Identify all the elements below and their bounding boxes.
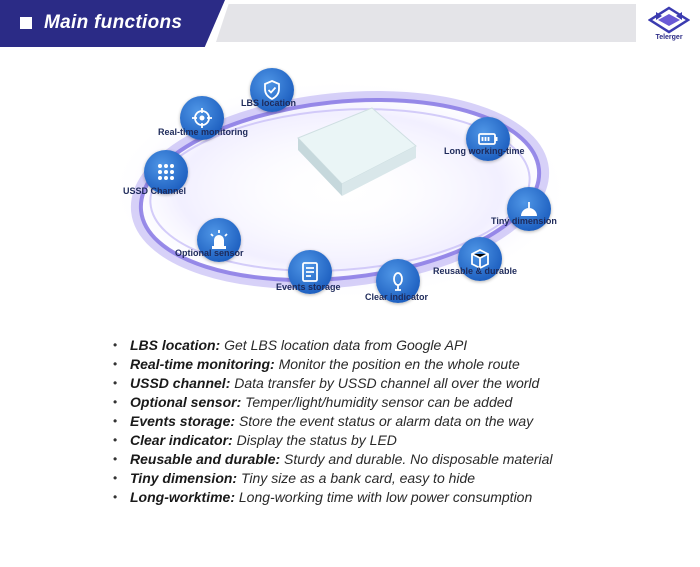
node-label-tiny-dimension: Tiny dimension (491, 216, 557, 226)
node-label-real-time-monitoring: Real-time monitoring (158, 127, 249, 137)
header-grey-strip (216, 4, 636, 42)
ring-main (138, 98, 542, 282)
node-label-lbs-location: LBS location (241, 98, 297, 108)
node-tiny-dimension (507, 187, 551, 231)
header: Main functions Telerger (0, 0, 700, 47)
list-item: Tiny dimension: Tiny size as a bank card… (110, 469, 690, 488)
list-item: LBS location: Get LBS location data from… (110, 336, 690, 355)
siren-icon (210, 230, 228, 249)
feature-list: LBS location: Get LBS location data from… (110, 336, 690, 507)
node-ussd-channel (144, 150, 188, 194)
list-item: Real-time monitoring: Monitor the positi… (110, 355, 690, 374)
shield-check-icon (264, 80, 280, 101)
list-item: Events storage: Store the event status o… (110, 412, 690, 431)
document-list-icon (302, 262, 318, 282)
node-label-clear-indicator: Clear indicator (365, 292, 429, 302)
company-logo-icon (648, 6, 690, 34)
dial-pad-icon (158, 164, 174, 180)
crosshair-icon (192, 108, 212, 128)
square-bullet-icon (20, 17, 32, 29)
logo-text: Telerger (655, 34, 683, 41)
node-label-ussd-channel: USSD Channel (123, 186, 187, 196)
node-real-time-monitoring (180, 96, 224, 140)
node-optional-sensor (197, 218, 241, 262)
list-item: Reusable and durable: Sturdy and durable… (110, 450, 690, 469)
node-label-optional-sensor: Optional sensor (175, 248, 244, 258)
node-events-storage (288, 250, 332, 294)
node-label-events-storage: Events storage (276, 282, 341, 292)
node-lbs-location (250, 68, 294, 112)
list-item: USSD channel: Data transfer by USSD chan… (110, 374, 690, 393)
list-item: Clear indicator: Display the status by L… (110, 431, 690, 450)
indicator-light-icon (393, 272, 403, 291)
battery-icon (478, 133, 498, 145)
tracker-device (297, 107, 417, 196)
node-label-reusable-durable: Reusable & durable (433, 266, 518, 276)
shape-icon (521, 202, 537, 216)
list-item: Long-worktime: Long-working time with lo… (110, 488, 690, 507)
ring-inner (149, 108, 531, 272)
page-title: Main functions (44, 12, 183, 33)
node-reusable-durable (458, 237, 502, 281)
node-clear-indicator (376, 259, 420, 303)
box-icon (471, 248, 489, 270)
node-long-working-time (466, 117, 510, 161)
node-label-long-working-time: Long working-time (444, 146, 525, 156)
header-band (0, 0, 225, 47)
list-item: Optional sensor: Temper/light/humidity s… (110, 393, 690, 412)
ring-outer (130, 91, 550, 289)
